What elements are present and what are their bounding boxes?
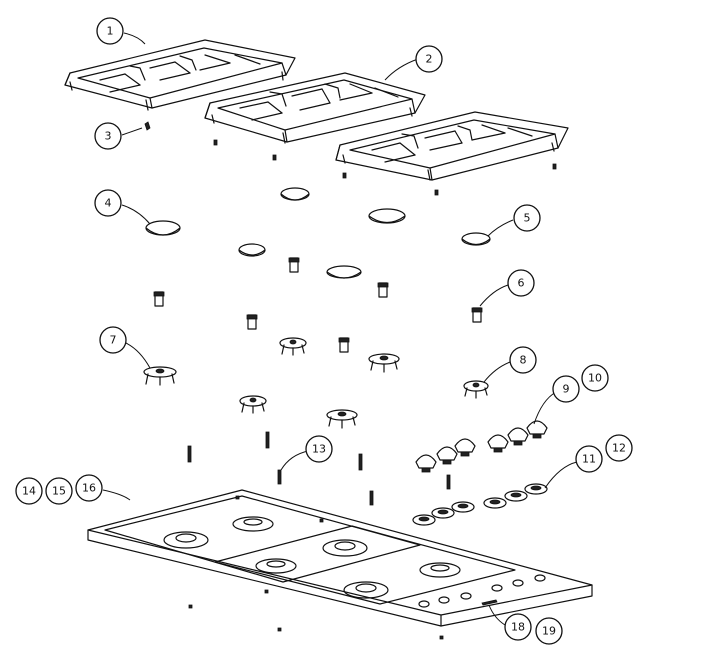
callout-9-label: 9 xyxy=(563,383,570,396)
callout-16: 16 xyxy=(75,474,103,502)
knob-bezels xyxy=(412,483,548,526)
callout-10-label: 10 xyxy=(588,372,602,385)
callout-11-label: 11 xyxy=(582,453,596,466)
callout-11: 11 xyxy=(575,445,603,473)
callout-19: 19 xyxy=(535,617,563,645)
grate-middle xyxy=(204,72,426,144)
grate-left xyxy=(64,39,296,111)
burner-caps xyxy=(145,187,491,279)
callout-14-label: 14 xyxy=(22,485,36,498)
cooktop-main-top xyxy=(87,489,593,640)
callout-6: 6 xyxy=(507,269,535,297)
callout-8: 8 xyxy=(509,346,537,374)
callout-18: 18 xyxy=(504,613,532,641)
callout-7: 7 xyxy=(99,326,127,354)
callout-2-label: 2 xyxy=(426,53,433,66)
callout-7-label: 7 xyxy=(110,334,117,347)
callout-18-label: 18 xyxy=(511,621,525,634)
callout-15: 15 xyxy=(45,477,73,505)
callout-6-label: 6 xyxy=(518,277,525,290)
callout-10: 10 xyxy=(581,364,609,392)
callout-13-label: 13 xyxy=(312,443,326,456)
callout-14: 14 xyxy=(15,477,43,505)
callout-3-label: 3 xyxy=(105,130,112,143)
burner-orifices xyxy=(153,257,483,353)
callout-5: 5 xyxy=(513,204,541,232)
grate-right xyxy=(335,111,569,181)
callout-3: 3 xyxy=(94,122,122,150)
callout-12-label: 12 xyxy=(612,442,626,455)
callout-2: 2 xyxy=(415,45,443,73)
callout-4-label: 4 xyxy=(105,197,112,210)
callout-9: 9 xyxy=(552,375,580,403)
igniter-electrodes xyxy=(187,431,451,506)
callout-12: 12 xyxy=(605,434,633,462)
callout-13: 13 xyxy=(305,435,333,463)
callout-15-label: 15 xyxy=(52,485,66,498)
callout-16-label: 16 xyxy=(82,482,96,495)
callout-1: 1 xyxy=(96,17,124,45)
grate-screws xyxy=(144,121,557,196)
callout-5-label: 5 xyxy=(524,212,531,225)
callout-1-label: 1 xyxy=(107,25,114,38)
burner-heads xyxy=(143,337,489,429)
callout-4: 4 xyxy=(94,189,122,217)
callout-8-label: 8 xyxy=(520,354,527,367)
control-knobs xyxy=(415,420,548,473)
callout-19-label: 19 xyxy=(542,625,556,638)
